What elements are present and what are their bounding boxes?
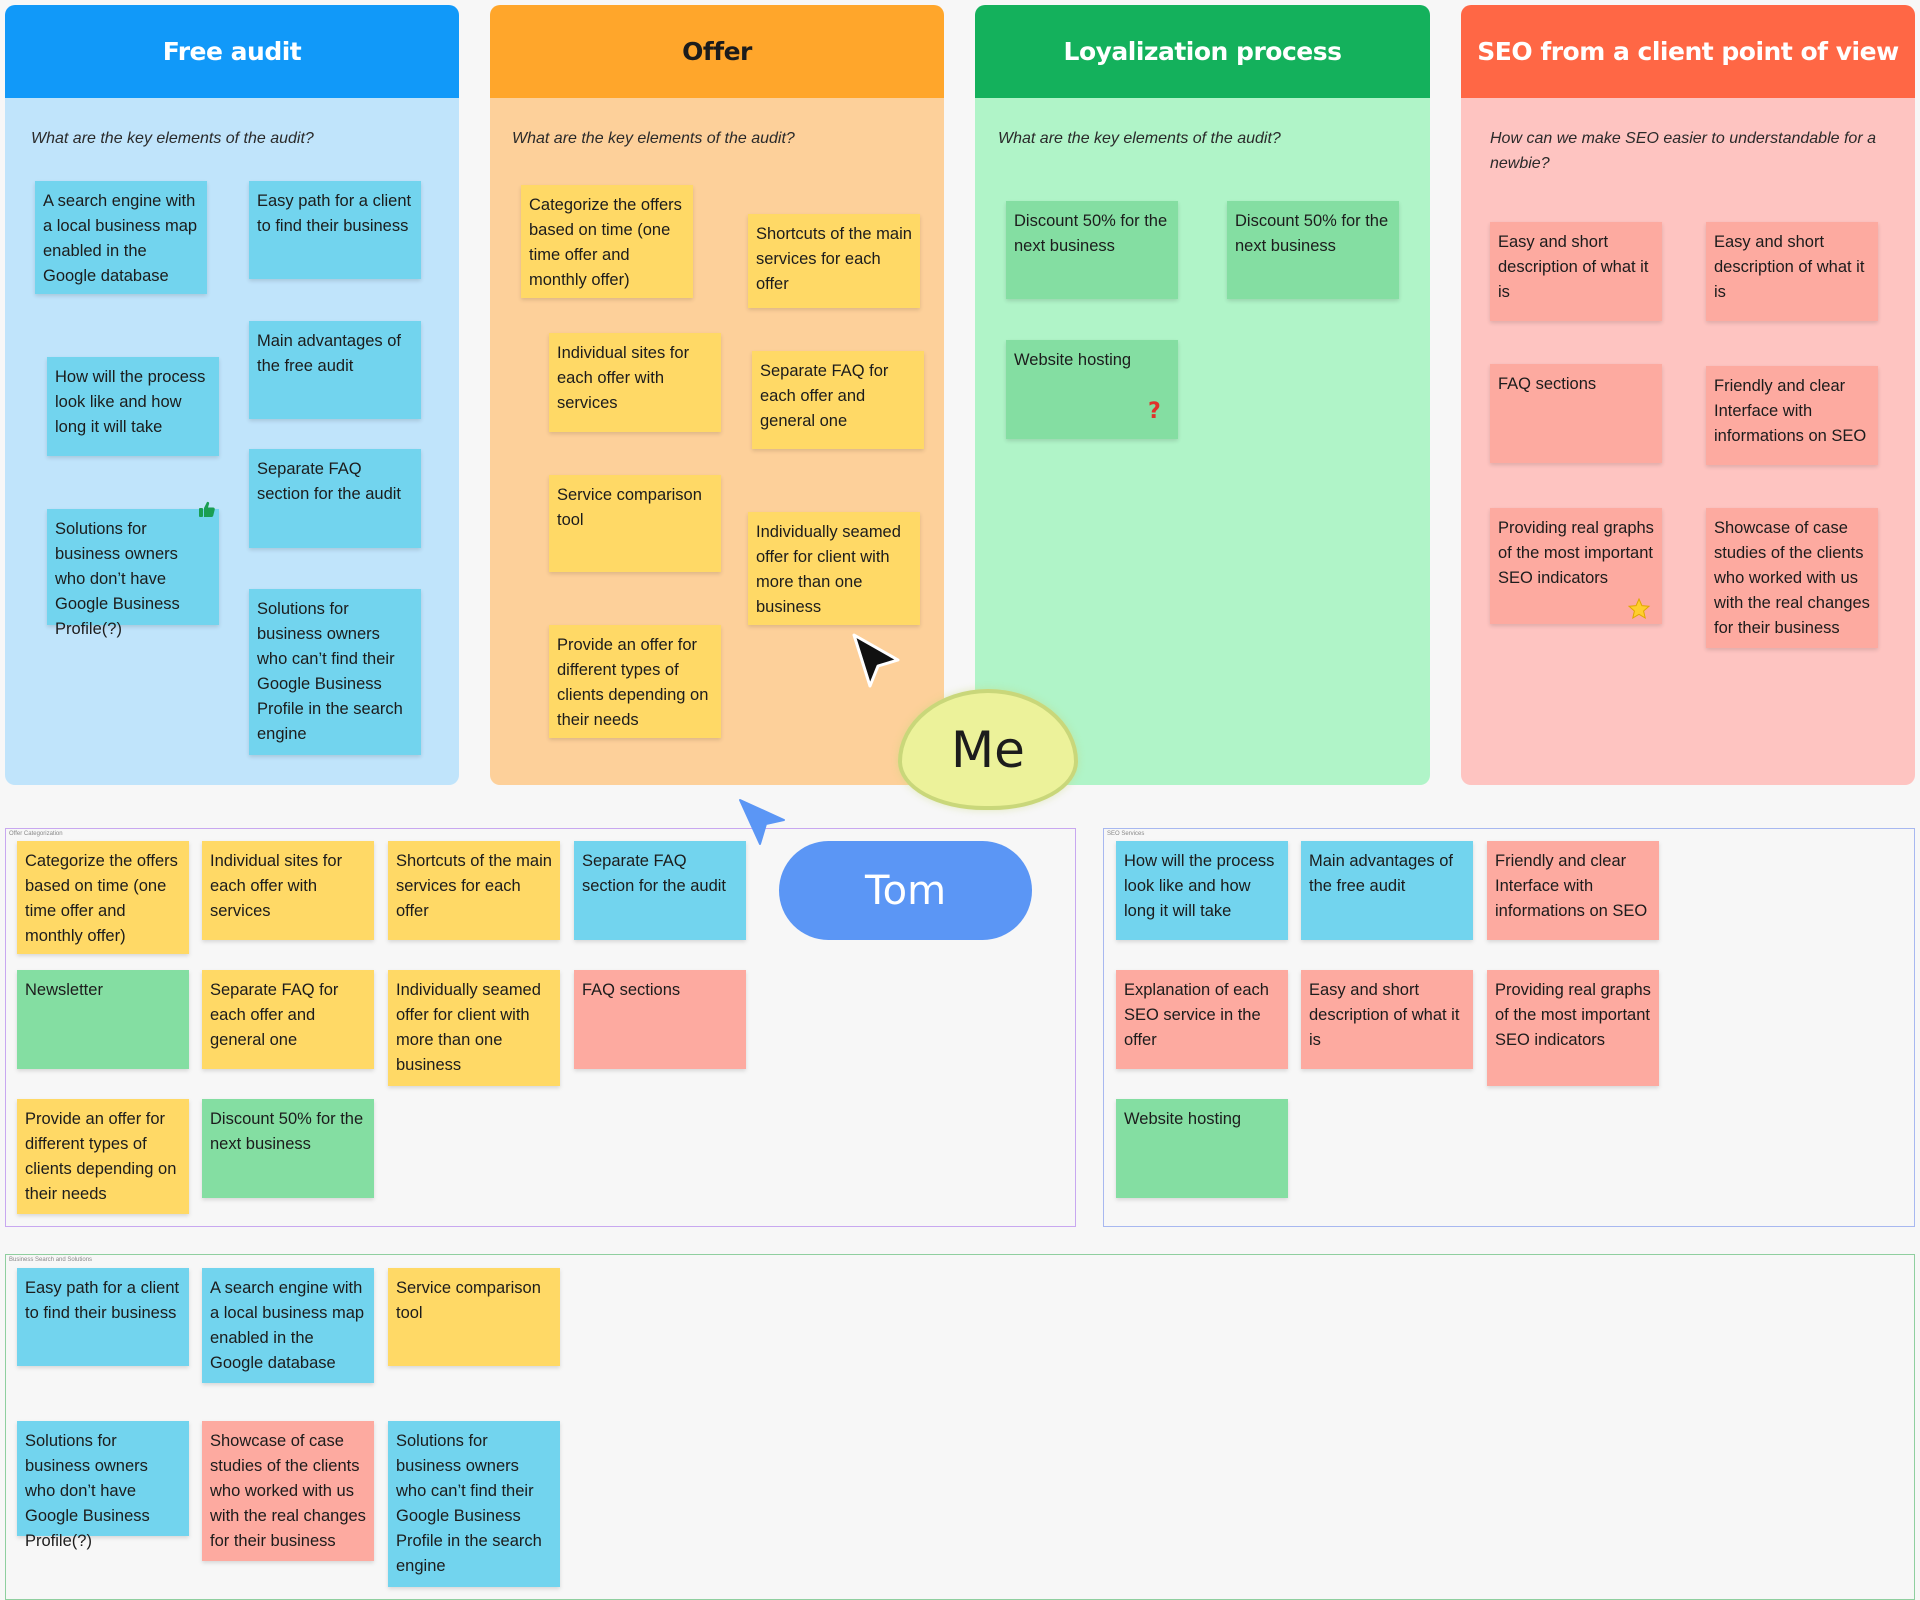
sticky-note[interactable]: Categorize the offers based on time (one…	[17, 841, 189, 954]
star-icon[interactable]	[1627, 597, 1651, 621]
frame-label: SEO Services	[1107, 831, 1145, 837]
column-title: Offer	[682, 37, 752, 66]
sticky-note[interactable]: Easy path for a client to find their bus…	[249, 181, 421, 279]
sticky-note[interactable]: Solutions for business owners who don’t …	[47, 509, 219, 638]
sticky-note[interactable]: Main advantages of the free audit	[249, 321, 421, 419]
frame-seo-services[interactable]: SEO Services	[1103, 828, 1915, 1227]
sticky-note[interactable]: Separate FAQ section for the audit	[574, 841, 746, 940]
sticky-note[interactable]: Providing real graphs of the most import…	[1490, 508, 1662, 624]
sticky-note[interactable]: Provide an offer for different types of …	[17, 1099, 189, 1214]
sticky-note[interactable]: Friendly and clear Interface with inform…	[1487, 841, 1659, 940]
column-prompt: What are the key elements of the audit?	[998, 130, 1281, 147]
sticky-note[interactable]: Main advantages of the free audit	[1301, 841, 1473, 940]
column-header-loyalization[interactable]: Loyalization process	[975, 5, 1430, 98]
column-prompt: What are the key elements of the audit?	[512, 130, 795, 147]
sticky-note[interactable]: Explanation of each SEO service in the o…	[1116, 970, 1288, 1069]
sticky-note[interactable]: How will the process look like and how l…	[1116, 841, 1288, 940]
sticky-note[interactable]: Website hosting	[1006, 340, 1178, 439]
arrow-cursor-icon	[850, 632, 904, 690]
column-header-offer[interactable]: Offer	[490, 5, 944, 98]
sticky-note[interactable]: Service comparison tool	[549, 475, 721, 572]
frame-label: Offer Categorization	[9, 831, 63, 837]
column-title: Free audit	[162, 37, 302, 66]
sticky-note[interactable]: Solutions for business owners who can’t …	[249, 589, 421, 755]
sticky-note[interactable]: Easy path for a client to find their bus…	[17, 1268, 189, 1366]
sticky-note[interactable]: Discount 50% for the next business	[1227, 201, 1399, 299]
sticky-note[interactable]: Website hosting	[1116, 1099, 1288, 1198]
column-header-seo[interactable]: SEO from a client point of view	[1461, 5, 1915, 98]
sticky-note[interactable]: Easy and short description of what it is	[1706, 222, 1878, 321]
sticky-note[interactable]: Solutions for business owners who don’t …	[17, 1421, 189, 1550]
sticky-note[interactable]: Providing real graphs of the most import…	[1487, 970, 1659, 1086]
sticky-note[interactable]: Separate FAQ section for the audit	[249, 449, 421, 548]
sticky-note[interactable]: Individual sites for each offer with ser…	[202, 841, 374, 940]
sticky-note[interactable]: Showcase of case studies of the clients …	[202, 1421, 374, 1561]
frame-offer-categorization[interactable]: Offer Categorization	[5, 828, 1076, 1227]
sticky-note[interactable]: How will the process look like and how l…	[47, 357, 219, 456]
arrow-cursor-icon	[738, 798, 788, 848]
sticky-note[interactable]: Friendly and clear Interface with inform…	[1706, 366, 1878, 465]
sticky-note[interactable]: Separate FAQ for each offer and general …	[202, 970, 374, 1069]
sticky-note[interactable]: Solutions for business owners who can’t …	[388, 1421, 560, 1587]
sticky-note[interactable]: Provide an offer for different types of …	[549, 625, 721, 738]
sticky-note[interactable]: A search engine with a local business ma…	[35, 181, 207, 294]
column-title: SEO from a client point of view	[1477, 37, 1899, 66]
sticky-note[interactable]: Shortcuts of the main services for each …	[748, 214, 920, 308]
sticky-note[interactable]: FAQ sections	[574, 970, 746, 1069]
thumbs-up-icon[interactable]	[197, 500, 217, 520]
question-mark-icon[interactable]: ?	[1148, 399, 1161, 424]
sticky-note[interactable]: Easy and short description of what it is	[1490, 222, 1662, 321]
column-title: Loyalization process	[1063, 37, 1342, 66]
column-header-free-audit[interactable]: Free audit	[5, 5, 459, 98]
sticky-note[interactable]: Discount 50% for the next business	[202, 1099, 374, 1198]
collaborator-cursor-label-me: Me	[898, 689, 1078, 810]
sticky-note[interactable]: Individually seamed offer for client wit…	[748, 512, 920, 625]
sticky-note[interactable]: Individually seamed offer for client wit…	[388, 970, 560, 1086]
column-prompt: How can we make SEO easier to understand…	[1490, 130, 1876, 172]
sticky-note[interactable]: Showcase of case studies of the clients …	[1706, 508, 1878, 648]
sticky-note[interactable]: Separate FAQ for each offer and general …	[752, 351, 924, 449]
sticky-note[interactable]: Easy and short description of what it is	[1301, 970, 1473, 1069]
sticky-note[interactable]: A search engine with a local business ma…	[202, 1268, 374, 1383]
sticky-note[interactable]: Shortcuts of the main services for each …	[388, 841, 560, 940]
column-prompt: What are the key elements of the audit?	[31, 130, 314, 147]
sticky-note[interactable]: FAQ sections	[1490, 364, 1662, 463]
sticky-note[interactable]: Service comparison tool	[388, 1268, 560, 1366]
sticky-note[interactable]: Newsletter	[17, 970, 189, 1069]
sticky-note[interactable]: Discount 50% for the next business	[1006, 201, 1178, 299]
frame-label: Business Search and Solutions	[9, 1257, 93, 1263]
sticky-note[interactable]: Categorize the offers based on time (one…	[521, 185, 693, 298]
collaborator-cursor-label-tom: Tom	[779, 841, 1032, 940]
sticky-note[interactable]: Individual sites for each offer with ser…	[549, 333, 721, 432]
